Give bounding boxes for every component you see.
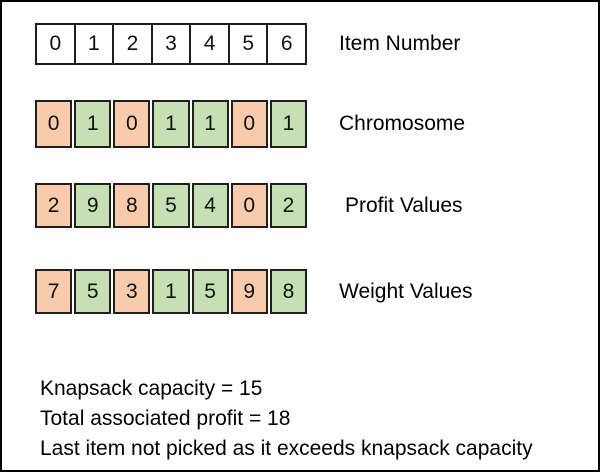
footer-line-2: Last item not picked as it exceeds knaps… [40,437,533,460]
weight-values-cell-6: 8 [269,269,307,314]
item-number-cell-5: 5 [227,23,269,65]
profit-values-cell-3: 5 [152,183,190,228]
item-number-cell-0: 0 [35,23,76,65]
weight-values-cell-0: 7 [35,269,73,314]
profit-values-cell-4: 4 [191,183,229,228]
profit-values-cell-6: 2 [269,183,307,228]
profit-values-cell-1: 9 [74,183,112,228]
item-number-cell-3: 3 [150,23,192,65]
profit-values-cell-0: 2 [35,183,73,228]
chromosome-cell-3: 1 [152,100,190,148]
weight-values-cell-5: 9 [230,269,268,314]
footer-line-1: Total associated profit = 18 [40,407,291,430]
profit-values-cell-2: 8 [113,183,151,228]
weight-values-cell-2: 3 [113,269,151,314]
item-number-label: Item Number [339,32,461,55]
item-number-cell-1: 1 [73,23,115,65]
chromosome-cell-1: 1 [74,100,112,148]
weight-values-cell-4: 5 [191,269,229,314]
chromosome-label: Chromosome [339,112,466,135]
item-number-cell-4: 4 [189,23,230,65]
chromosome-cell-6: 1 [269,100,307,148]
chromosome-cell-5: 0 [230,100,268,148]
footer-line-0: Knapsack capacity = 15 [40,377,263,400]
chromosome-cell-4: 1 [191,100,229,148]
item-number-cell-2: 2 [112,23,153,65]
chromosome-cell-0: 0 [35,100,73,148]
weight-values-cell-1: 5 [74,269,112,314]
weight-values-cell-3: 1 [152,269,190,314]
weight-values-label: Weight Values [339,279,473,303]
profit-values-label: Profit Values [345,193,463,217]
item-number-cell-6: 6 [266,23,308,65]
footer-notes: Knapsack capacity = 15 Total associated p… [40,374,533,464]
chromosome-cell-2: 0 [113,100,151,148]
profit-values-cell-5: 0 [230,183,268,228]
